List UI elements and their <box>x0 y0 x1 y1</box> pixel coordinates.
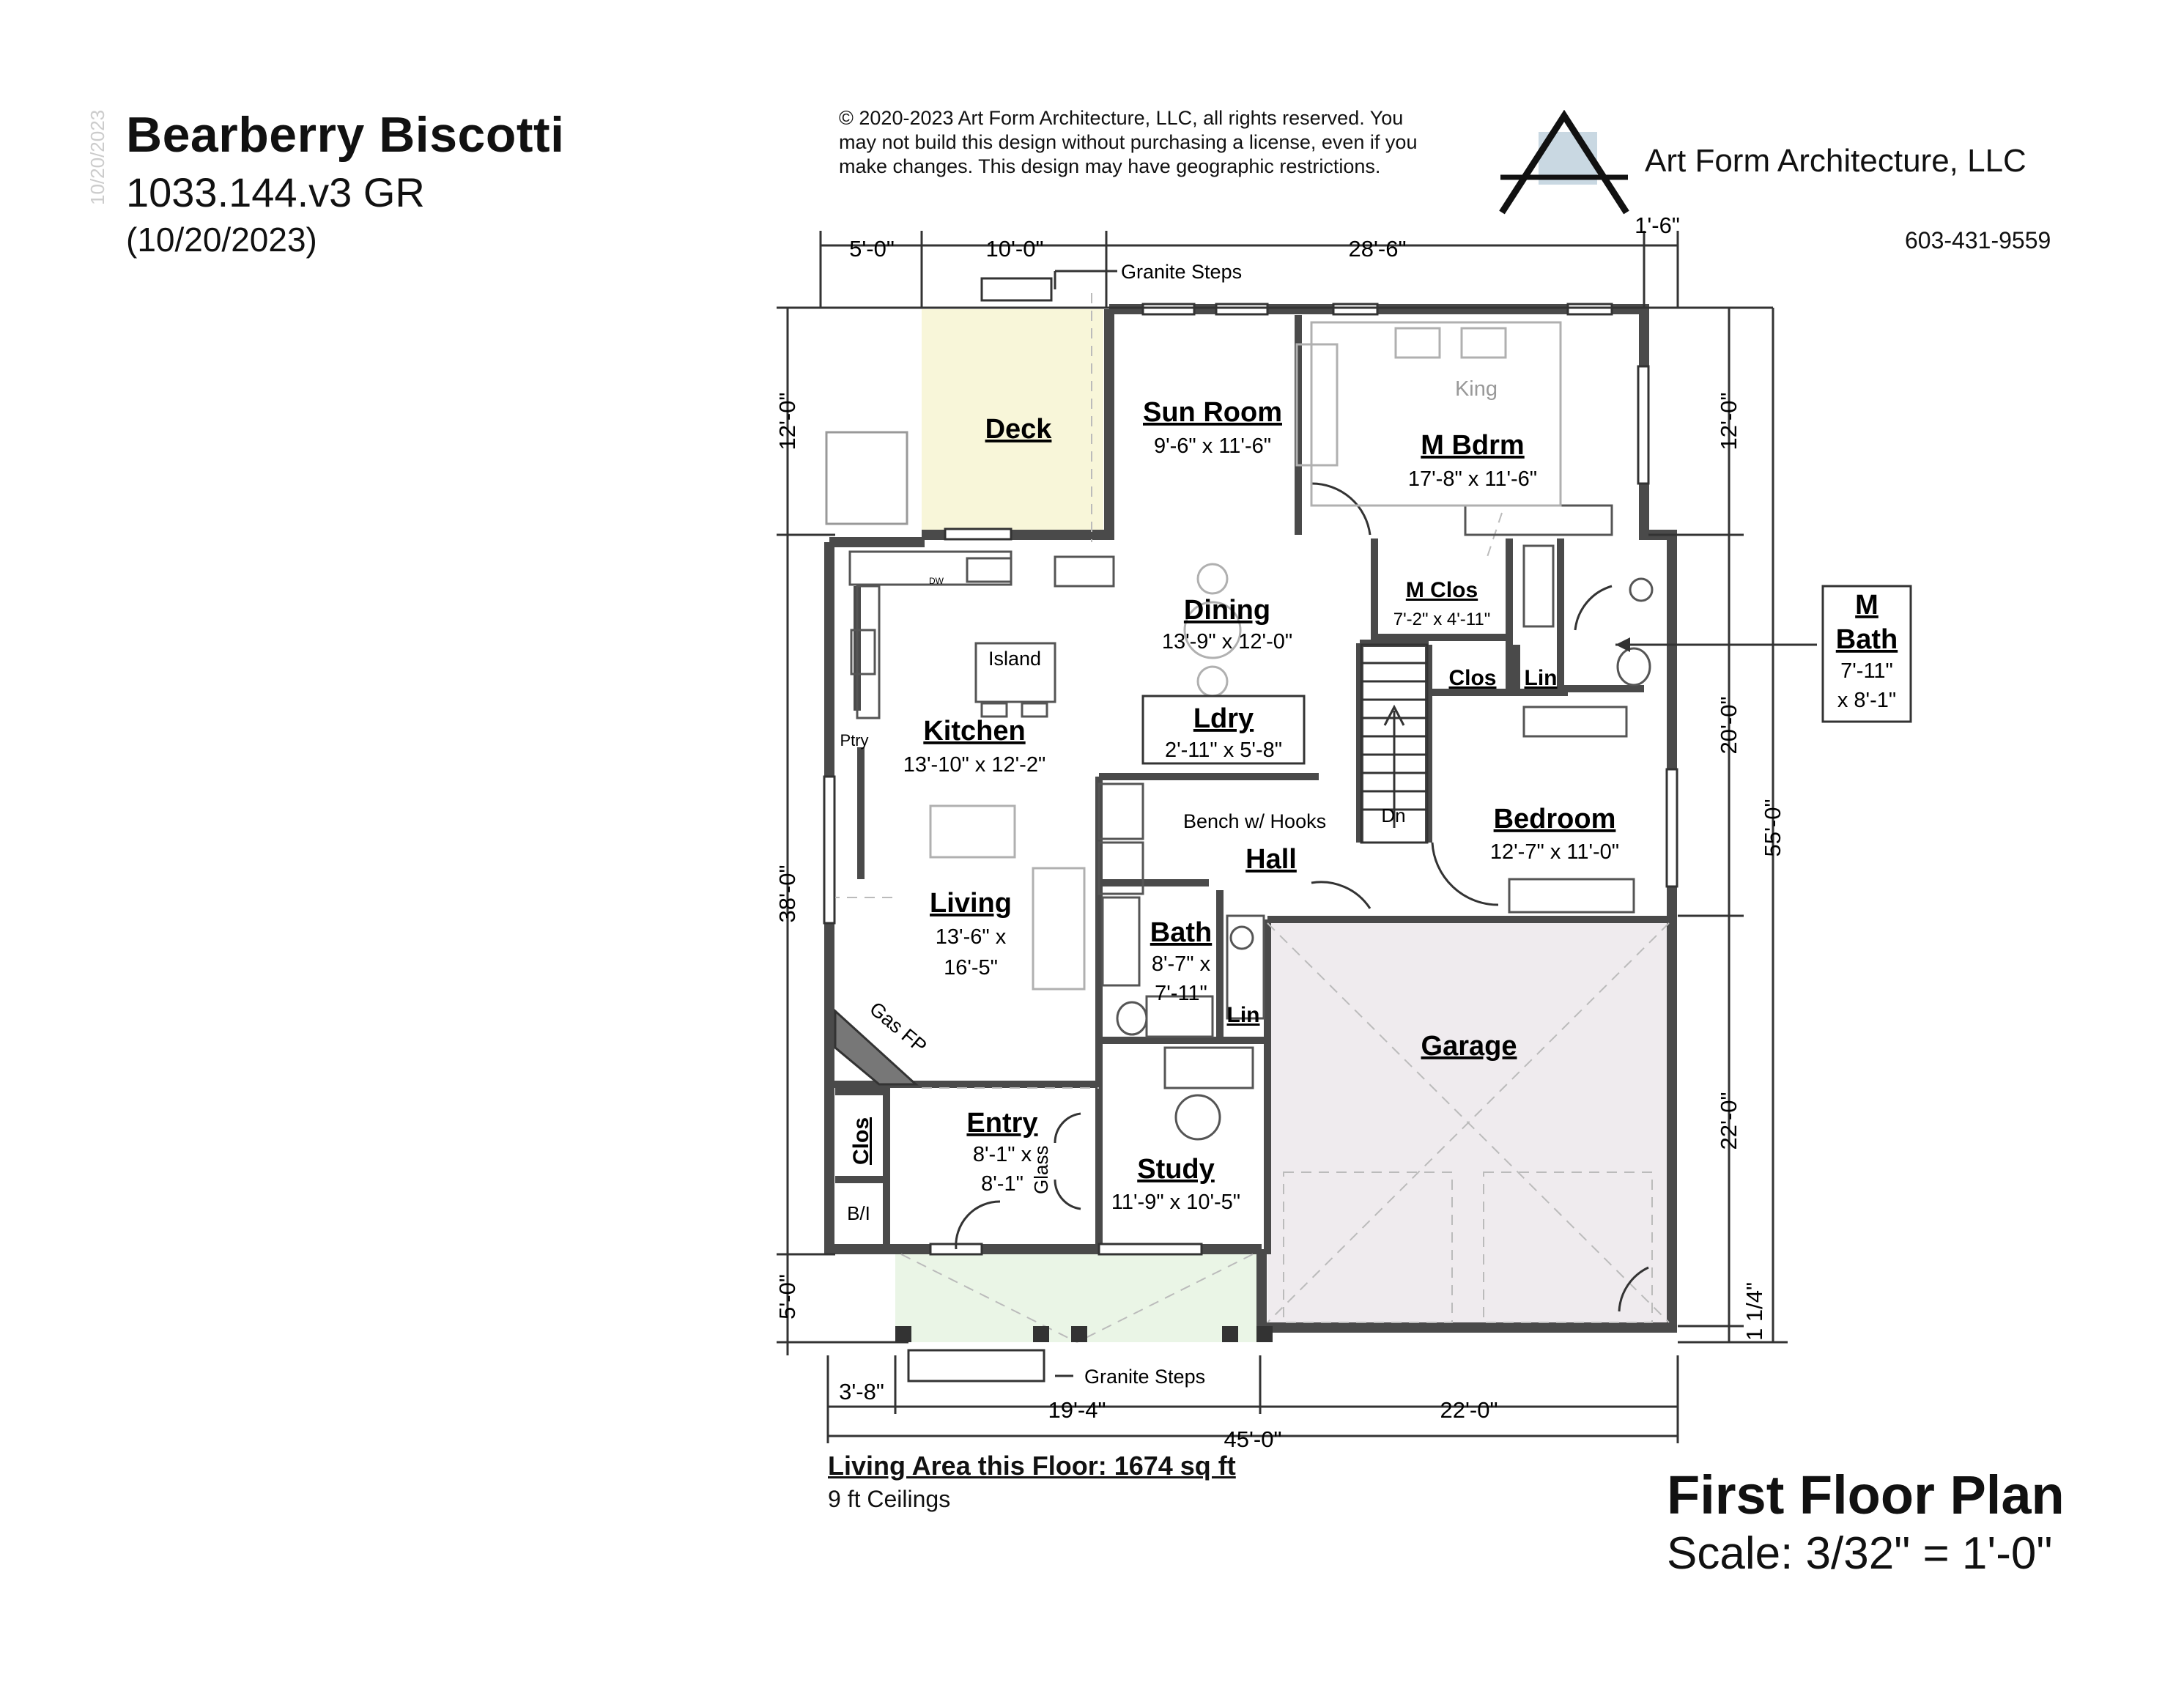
furniture <box>929 321 1562 991</box>
room-name-mbdrm: M Bdrm <box>1421 430 1524 461</box>
dim-overall: 45'-0" <box>1224 1426 1282 1452</box>
room-dims-mbdrm: 17'-8" x 11'-6" <box>1408 467 1537 491</box>
room-dims-study: 11'-9" x 10'-5" <box>1111 1191 1240 1214</box>
bed-label: King <box>1455 377 1498 401</box>
granite-steps-top-label: Granite Steps <box>1121 261 1242 283</box>
exterior-cabinet <box>825 431 908 525</box>
ldry-callout-box <box>1141 695 1306 765</box>
porch-posts <box>895 1326 1273 1342</box>
copyright-line: may not build this design without purcha… <box>839 131 1418 153</box>
room-name-ldry: Ldry <box>1193 703 1254 734</box>
room-name-deck: Deck <box>985 414 1053 445</box>
room-dims-mbath: 7'-11" <box>1840 659 1893 683</box>
copyright-notice: © 2020-2023 Art Form Architecture, LLC, … <box>839 106 1498 179</box>
room-name-clos-upper: Clos <box>1448 666 1496 690</box>
room-dims-bath-2: 7'-11" <box>1155 982 1207 1005</box>
dishwasher-label: DW <box>929 576 944 586</box>
room-name-bedroom: Bedroom <box>1494 804 1616 834</box>
gas-fireplace <box>834 1008 919 1086</box>
floor-plan-title: First Floor Plan <box>1667 1465 2065 1525</box>
dim-bottom-3: 22'-0" <box>1440 1397 1498 1423</box>
plan-scale: Scale: 3/32" = 1'-0" <box>1667 1528 2053 1579</box>
dim-right-4: 1 1/4" <box>1741 1282 1767 1341</box>
room-dims-bath: 8'-7" x <box>1152 952 1211 976</box>
dim-top-4: 1'-6" <box>1635 212 1680 238</box>
room-dims-mclos: 7'-2" x 4'-11" <box>1393 610 1490 629</box>
firm-logo <box>1499 110 1629 215</box>
logo-triangle <box>1499 110 1629 215</box>
room-name-study: Study <box>1137 1154 1215 1185</box>
mbath-callout-box <box>1821 585 1912 723</box>
room-name-dining: Dining <box>1184 595 1270 626</box>
stairs <box>1360 643 1429 844</box>
dim-top-2: 10'-0" <box>986 236 1044 262</box>
room-name-lin-upper: Lin <box>1525 666 1558 690</box>
pantry-label: Ptry <box>840 731 868 749</box>
room-name-clos-entry: Clos <box>849 1117 873 1165</box>
room-name-garage: Garage <box>1421 1031 1517 1062</box>
room-dims-entry: 8'-1" x <box>973 1143 1032 1166</box>
glass-label: Glass <box>1030 1146 1052 1194</box>
copyright-line: make changes. This design may have geogr… <box>839 155 1381 177</box>
room-dims-bedroom: 12'-7" x 11'-0" <box>1490 840 1619 864</box>
dim-left-1: 12'-0" <box>774 393 800 451</box>
room-dims-living: 13'-6" x <box>936 925 1007 949</box>
interior-walls <box>829 315 1672 1254</box>
ceiling-height: 9 ft Ceilings <box>828 1486 951 1512</box>
dashed-lines <box>835 293 1670 1343</box>
dim-right-overall: 55'-0" <box>1760 799 1785 857</box>
room-dims-living-2: 16'-5" <box>944 956 998 980</box>
mbath-arrow <box>1615 637 1630 652</box>
copyright-line: © 2020-2023 Art Form Architecture, LLC, … <box>839 107 1404 129</box>
fixtures <box>848 504 1654 1141</box>
dim-top-3: 28'-6" <box>1349 236 1407 262</box>
room-dims-mbath-2: x 8'-1" <box>1837 689 1896 712</box>
plan-title: Bearberry Biscotti <box>126 107 565 163</box>
room-dims-ldry: 2'-11" x 5'-8" <box>1165 738 1282 762</box>
living-area: Living Area this Floor: 1674 sq ft <box>828 1451 1236 1481</box>
dim-top-1: 5'-0" <box>849 236 895 262</box>
room-name-kitchen: Kitchen <box>923 716 1025 747</box>
granite-steps-bottom-label: Granite Steps <box>1084 1366 1205 1388</box>
room-name-mbath-2: Bath <box>1836 624 1898 655</box>
room-name-bath: Bath <box>1150 917 1212 948</box>
plan-date: (10/20/2023) <box>126 221 317 259</box>
plan-code: 1033.144.v3 GR <box>126 169 425 215</box>
dimension-lines <box>777 231 1817 1443</box>
granite-steps-top <box>980 277 1053 302</box>
room-name-lin-lower: Lin <box>1227 1003 1260 1027</box>
room-name-entry: Entry <box>966 1108 1037 1139</box>
deck-fill <box>922 309 1103 536</box>
dim-right-3: 22'-0" <box>1716 1092 1741 1150</box>
room-name-sunroom: Sun Room <box>1143 397 1282 428</box>
room-dims-kitchen: 13'-10" x 12'-2" <box>903 753 1046 777</box>
firm-name: Art Form Architecture, LLC <box>1645 143 2026 179</box>
room-name-mclos: M Clos <box>1406 578 1478 602</box>
dim-bottom-1: 3'-8" <box>839 1379 884 1404</box>
dim-right-2: 20'-0" <box>1716 697 1741 755</box>
room-name-living: Living <box>930 888 1012 919</box>
dim-left-3: 5'-0" <box>774 1274 800 1319</box>
dim-right-1: 12'-0" <box>1716 393 1741 451</box>
granite-steps-bottom <box>907 1349 1045 1382</box>
dim-left-2: 38'-0" <box>774 865 800 923</box>
room-dims-dining: 13'-9" x 12'-0" <box>1162 630 1292 654</box>
room-name-hall: Hall <box>1245 844 1297 875</box>
room-dims-sunroom: 9'-6" x 11'-6" <box>1154 434 1271 458</box>
dim-bottom-2: 19'-4" <box>1048 1397 1106 1423</box>
door-swings <box>955 482 1649 1312</box>
island-label: Island <box>988 648 1041 670</box>
room-name-mbath: M <box>1855 590 1878 621</box>
bi-label: B/I <box>847 1202 870 1224</box>
room-dims-entry-2: 8'-1" <box>981 1172 1023 1196</box>
windows <box>823 303 1678 1256</box>
firm-phone: 603-431-9559 <box>1905 227 2051 253</box>
bench-label: Bench w/ Hooks <box>1183 810 1326 832</box>
stairs-label: Dn <box>1381 804 1405 826</box>
